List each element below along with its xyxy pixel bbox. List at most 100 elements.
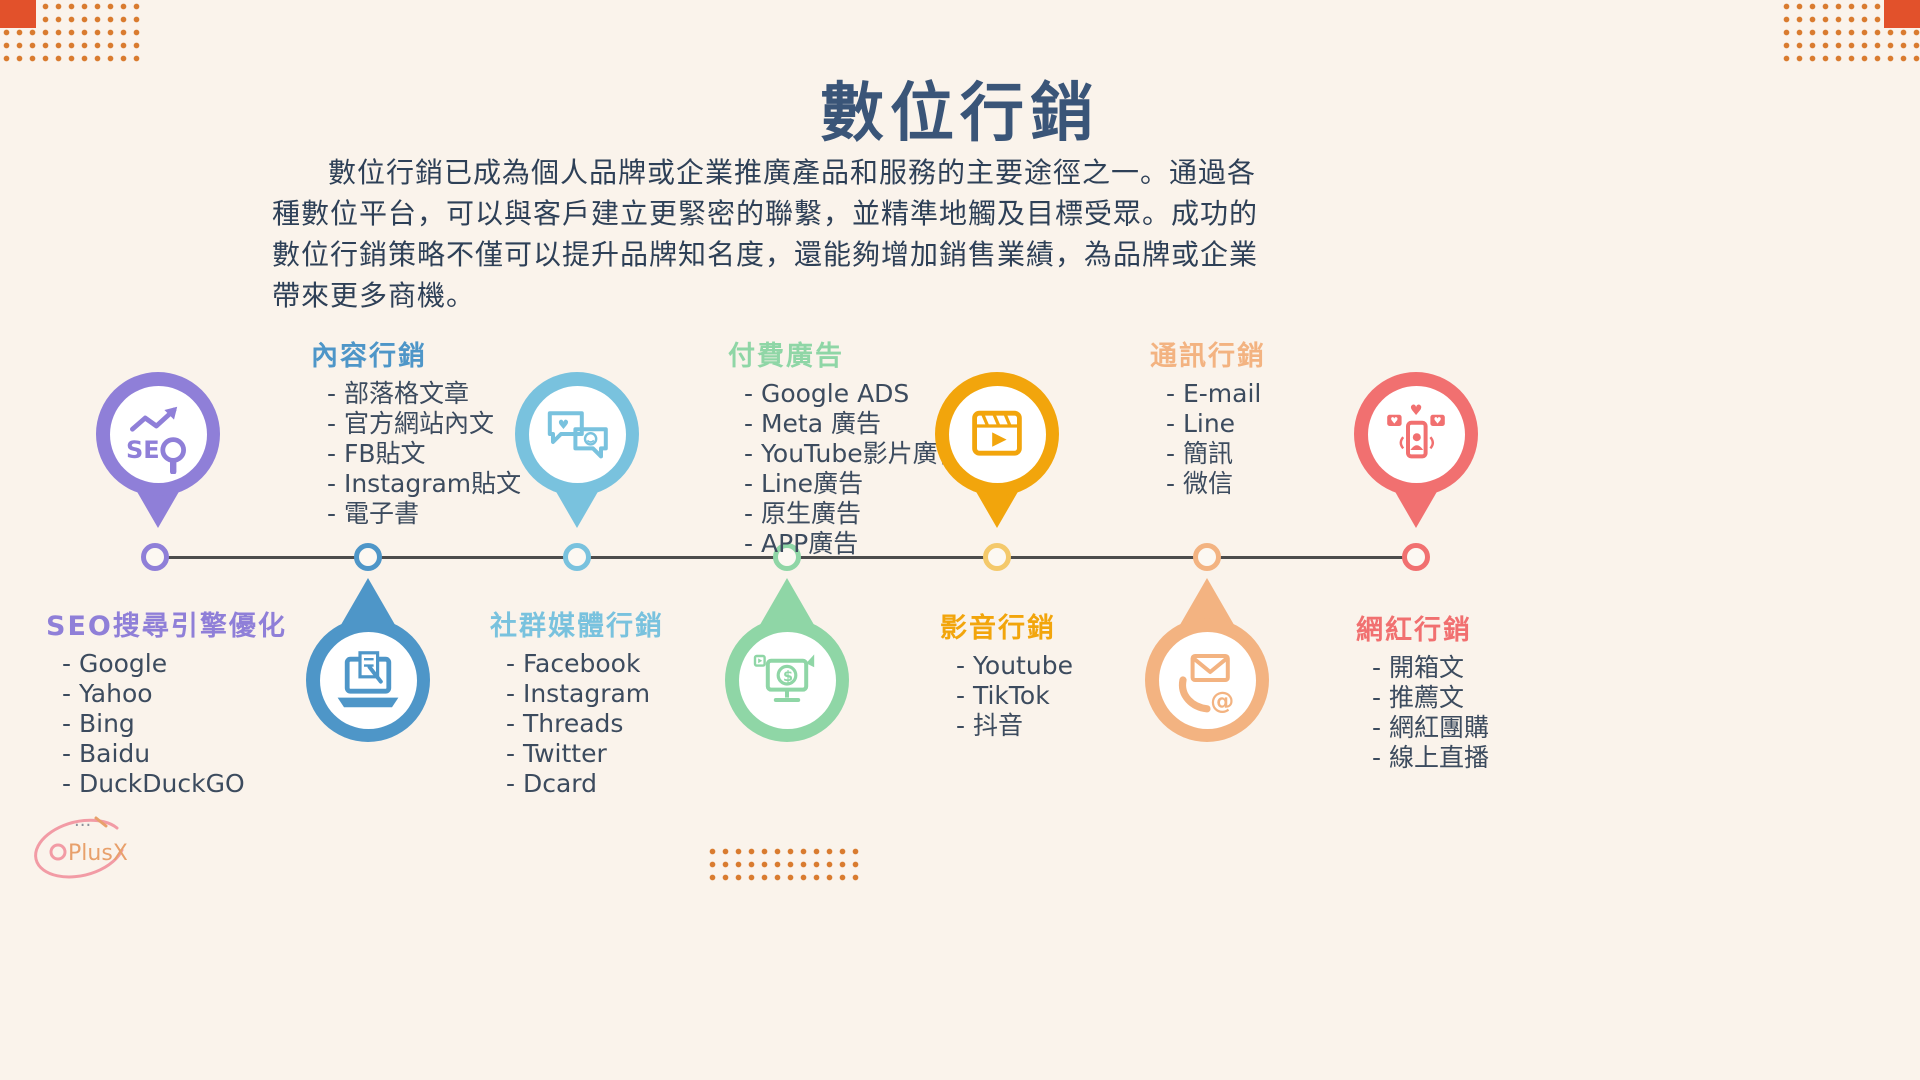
pin-inner: ♥ [528,385,626,483]
svg-text:♥: ♥ [1410,403,1423,419]
ads-monitor-icon: $ [753,654,815,702]
pin-inner [319,631,417,729]
pin-inner: ♥ ♥ ♥ [1367,385,1465,483]
category-paid-ads: 付費廣告 - Google ADS - Meta 廣告 - YouTube影片廣… [728,334,963,559]
mail-phone-icon: @ [1178,654,1234,715]
category-title: 通訊行銷 [1150,341,1266,372]
pin-seo: SE [96,372,220,542]
list-item: - YouTube影片廣告 [744,439,963,468]
list-item: - Twitter [506,739,607,768]
category-items: - E-mail - Line - 簡訊 - 微信 [1150,379,1266,499]
list-item: - 電子書 [327,499,419,528]
list-item: - 抖音 [956,711,1023,740]
list-item: - TikTok [956,681,1050,710]
pin-circle: $ [725,618,849,742]
pin-content-marketing [306,578,430,748]
list-item: - 線上直播 [1372,743,1489,772]
intro-paragraph: 數位行銷已成為個人品牌或企業推廣產品和服務的主要途徑之一。通過各種數位平台，可以… [272,156,1259,312]
logo-dots: ... [74,810,91,831]
list-item: - 網紅團購 [1372,713,1489,742]
list-item: - Bing [62,709,135,738]
chat-bubbles-icon: ♥ [547,411,608,459]
category-title: 社群媒體行銷 [490,611,664,642]
category-influencer-marketing: 網紅行銷 - 開箱文 - 推薦文 - 網紅團購 - 線上直播 [1356,608,1489,773]
list-item: - 微信 [1166,469,1233,498]
list-item: - Facebook [506,649,641,678]
category-title: 網紅行銷 [1356,615,1472,646]
pin-circle: ♥ [515,372,639,496]
list-item: - Line廣告 [744,469,864,498]
svg-text:$: $ [783,669,793,685]
pin-inner: $ [738,631,836,729]
magnifier-icon [49,843,67,861]
svg-text:♥: ♥ [558,418,569,433]
pin-messaging-marketing: @ [1145,578,1269,748]
laptop-writing-icon [337,651,399,708]
pin-inner: @ [1158,631,1256,729]
pin-influencer-marketing: ♥ ♥ ♥ [1354,372,1478,542]
corner-accent-top-right [1884,0,1920,28]
page-title: 數位行銷 [820,77,1100,151]
list-item: - 官方網站內文 [327,409,494,438]
svg-text:♥: ♥ [1434,417,1442,427]
timeline-node-social [563,543,591,571]
list-item: - FB貼文 [327,439,426,468]
timeline-node-video [983,543,1011,571]
timeline-node-seo [141,543,169,571]
svg-text:♥: ♥ [1390,417,1398,427]
list-item: - 開箱文 [1372,653,1464,682]
list-item: - E-mail [1166,379,1262,408]
category-items: - Facebook - Instagram - Threads - Twitt… [490,649,664,799]
category-title: 影音行銷 [940,613,1056,644]
list-item: - Line [1166,409,1236,438]
svg-text:@: @ [1210,687,1234,715]
timeline-node-content [354,543,382,571]
timeline-node-influencer [1402,543,1430,571]
influencer-phone-icon: ♥ ♥ ♥ [1387,403,1445,459]
pin-video-marketing [935,372,1059,542]
pencil-icon [94,816,108,828]
timeline-node-paid-ads [773,543,801,571]
category-items: - Youtube - TikTok - 抖音 [940,651,1073,741]
list-item: - Instagram貼文 [327,469,522,498]
category-title: SEO搜尋引擎優化 [46,611,287,642]
pin-circle: ♥ ♥ ♥ [1354,372,1478,496]
list-item: - 簡訊 [1166,439,1233,468]
timeline-node-messaging [1193,543,1221,571]
category-items: - Google ADS - Meta 廣告 - YouTube影片廣告 - L… [728,379,963,559]
list-item: - Instagram [506,679,651,708]
category-title: 內容行銷 [311,341,427,372]
pin-inner [948,385,1046,483]
dot-grid-bottom-center [706,845,862,881]
list-item: - DuckDuckGO [62,769,245,798]
list-item: - APP廣告 [744,529,859,558]
plusx-logo: ... PlusX [34,810,128,879]
category-social-media: 社群媒體行銷 - Facebook - Instagram - Threads … [490,604,664,799]
pin-circle: @ [1145,618,1269,742]
category-seo: SEO搜尋引擎優化 - Google - Yahoo - Bing - Baid… [46,604,287,799]
pin-inner: SE [109,385,207,483]
logo-text: PlusX [68,841,128,866]
list-item: - Yahoo [62,679,153,708]
category-messaging-marketing: 通訊行銷 - E-mail - Line - 簡訊 - 微信 [1150,334,1266,499]
category-content-marketing: 內容行銷 - 部落格文章 - 官方網站內文 - FB貼文 - Instagram… [311,334,521,529]
seo-magnifier-icon: SE [126,406,186,474]
category-video-marketing: 影音行銷 - Youtube - TikTok - 抖音 [940,606,1073,741]
list-item: - 推薦文 [1372,683,1464,712]
list-item: - Threads [506,709,624,738]
pin-circle: SE [96,372,220,496]
list-item: - Google [62,649,168,678]
pin-circle [935,372,1059,496]
category-title: 付費廣告 [728,341,844,372]
svg-text:SE: SE [126,436,160,464]
list-item: - Dcard [506,769,597,798]
category-items: - 部落格文章 - 官方網站內文 - FB貼文 - Instagram貼文 - … [311,379,521,529]
pin-paid-ads: $ [725,578,849,748]
list-item: - Meta 廣告 [744,409,881,438]
list-item: - Google ADS [744,379,910,408]
pin-social-media: ♥ [515,372,639,542]
category-items: - 開箱文 - 推薦文 - 網紅團購 - 線上直播 [1356,653,1489,773]
list-item: - Baidu [62,739,151,768]
category-items: - Google - Yahoo - Bing - Baidu - DuckDu… [46,649,287,799]
